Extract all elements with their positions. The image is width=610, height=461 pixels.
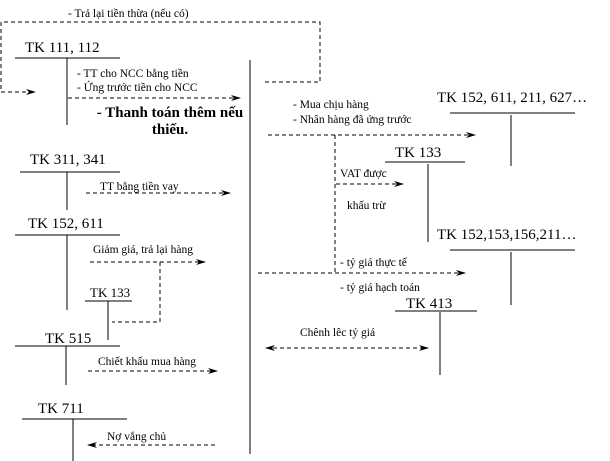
- label-rate-diff: Chênh lêc tỷ giá: [300, 327, 375, 339]
- account-tk515: TK 515: [45, 331, 91, 347]
- label-purchase-discount: Chiết khấu mua hàng: [98, 355, 196, 368]
- label-vat: VAT được: [340, 168, 387, 180]
- label-advance: - Ứng trước tiền cho NCC: [77, 80, 198, 94]
- account-tk111: TK 111, 112: [25, 40, 100, 56]
- label-discount-return: Giảm giá, trả lại hàng: [93, 244, 193, 256]
- return-vat-line: [112, 262, 161, 323]
- label-pay-cash: - TT cho NCC bằng tiền: [77, 67, 189, 80]
- account-tk152-right: TK 152, 611, 211, 627…: [437, 90, 587, 106]
- account-tk133-left: TK 133: [90, 285, 130, 300]
- label-buy-credit: - Mua chịu hàng: [293, 99, 369, 111]
- label-rate-book: - tỷ giá hạch toán: [340, 282, 420, 294]
- refund-arrow: [0, 21, 321, 95]
- label-debt: Nợ vắng chủ: [107, 430, 166, 443]
- label-receive-advance: - Nhân hàng đã ứng trước: [293, 114, 412, 126]
- account-tk311: TK 311, 341: [30, 152, 106, 168]
- account-tk711: TK 711: [38, 401, 84, 417]
- account-tk413: TK 413: [406, 296, 452, 312]
- account-tk152-611: TK 152, 611: [28, 216, 104, 232]
- label-vat-deductible: khấu trừ: [347, 199, 386, 212]
- label-refund: - Trả lại tiền thừa (nếu có): [68, 7, 189, 20]
- account-tk133-right: TK 133: [395, 145, 441, 161]
- label-loan-pay: TT bằng tiền vay: [100, 180, 179, 193]
- label-extra-pay-2: thiếu.: [152, 122, 189, 138]
- account-tk152-153: TK 152,153,156,211…: [437, 227, 576, 243]
- label-rate-actual: - tỷ giá thực tế: [340, 256, 408, 269]
- label-extra-pay: - Thanh toán thêm nếu: [97, 105, 243, 121]
